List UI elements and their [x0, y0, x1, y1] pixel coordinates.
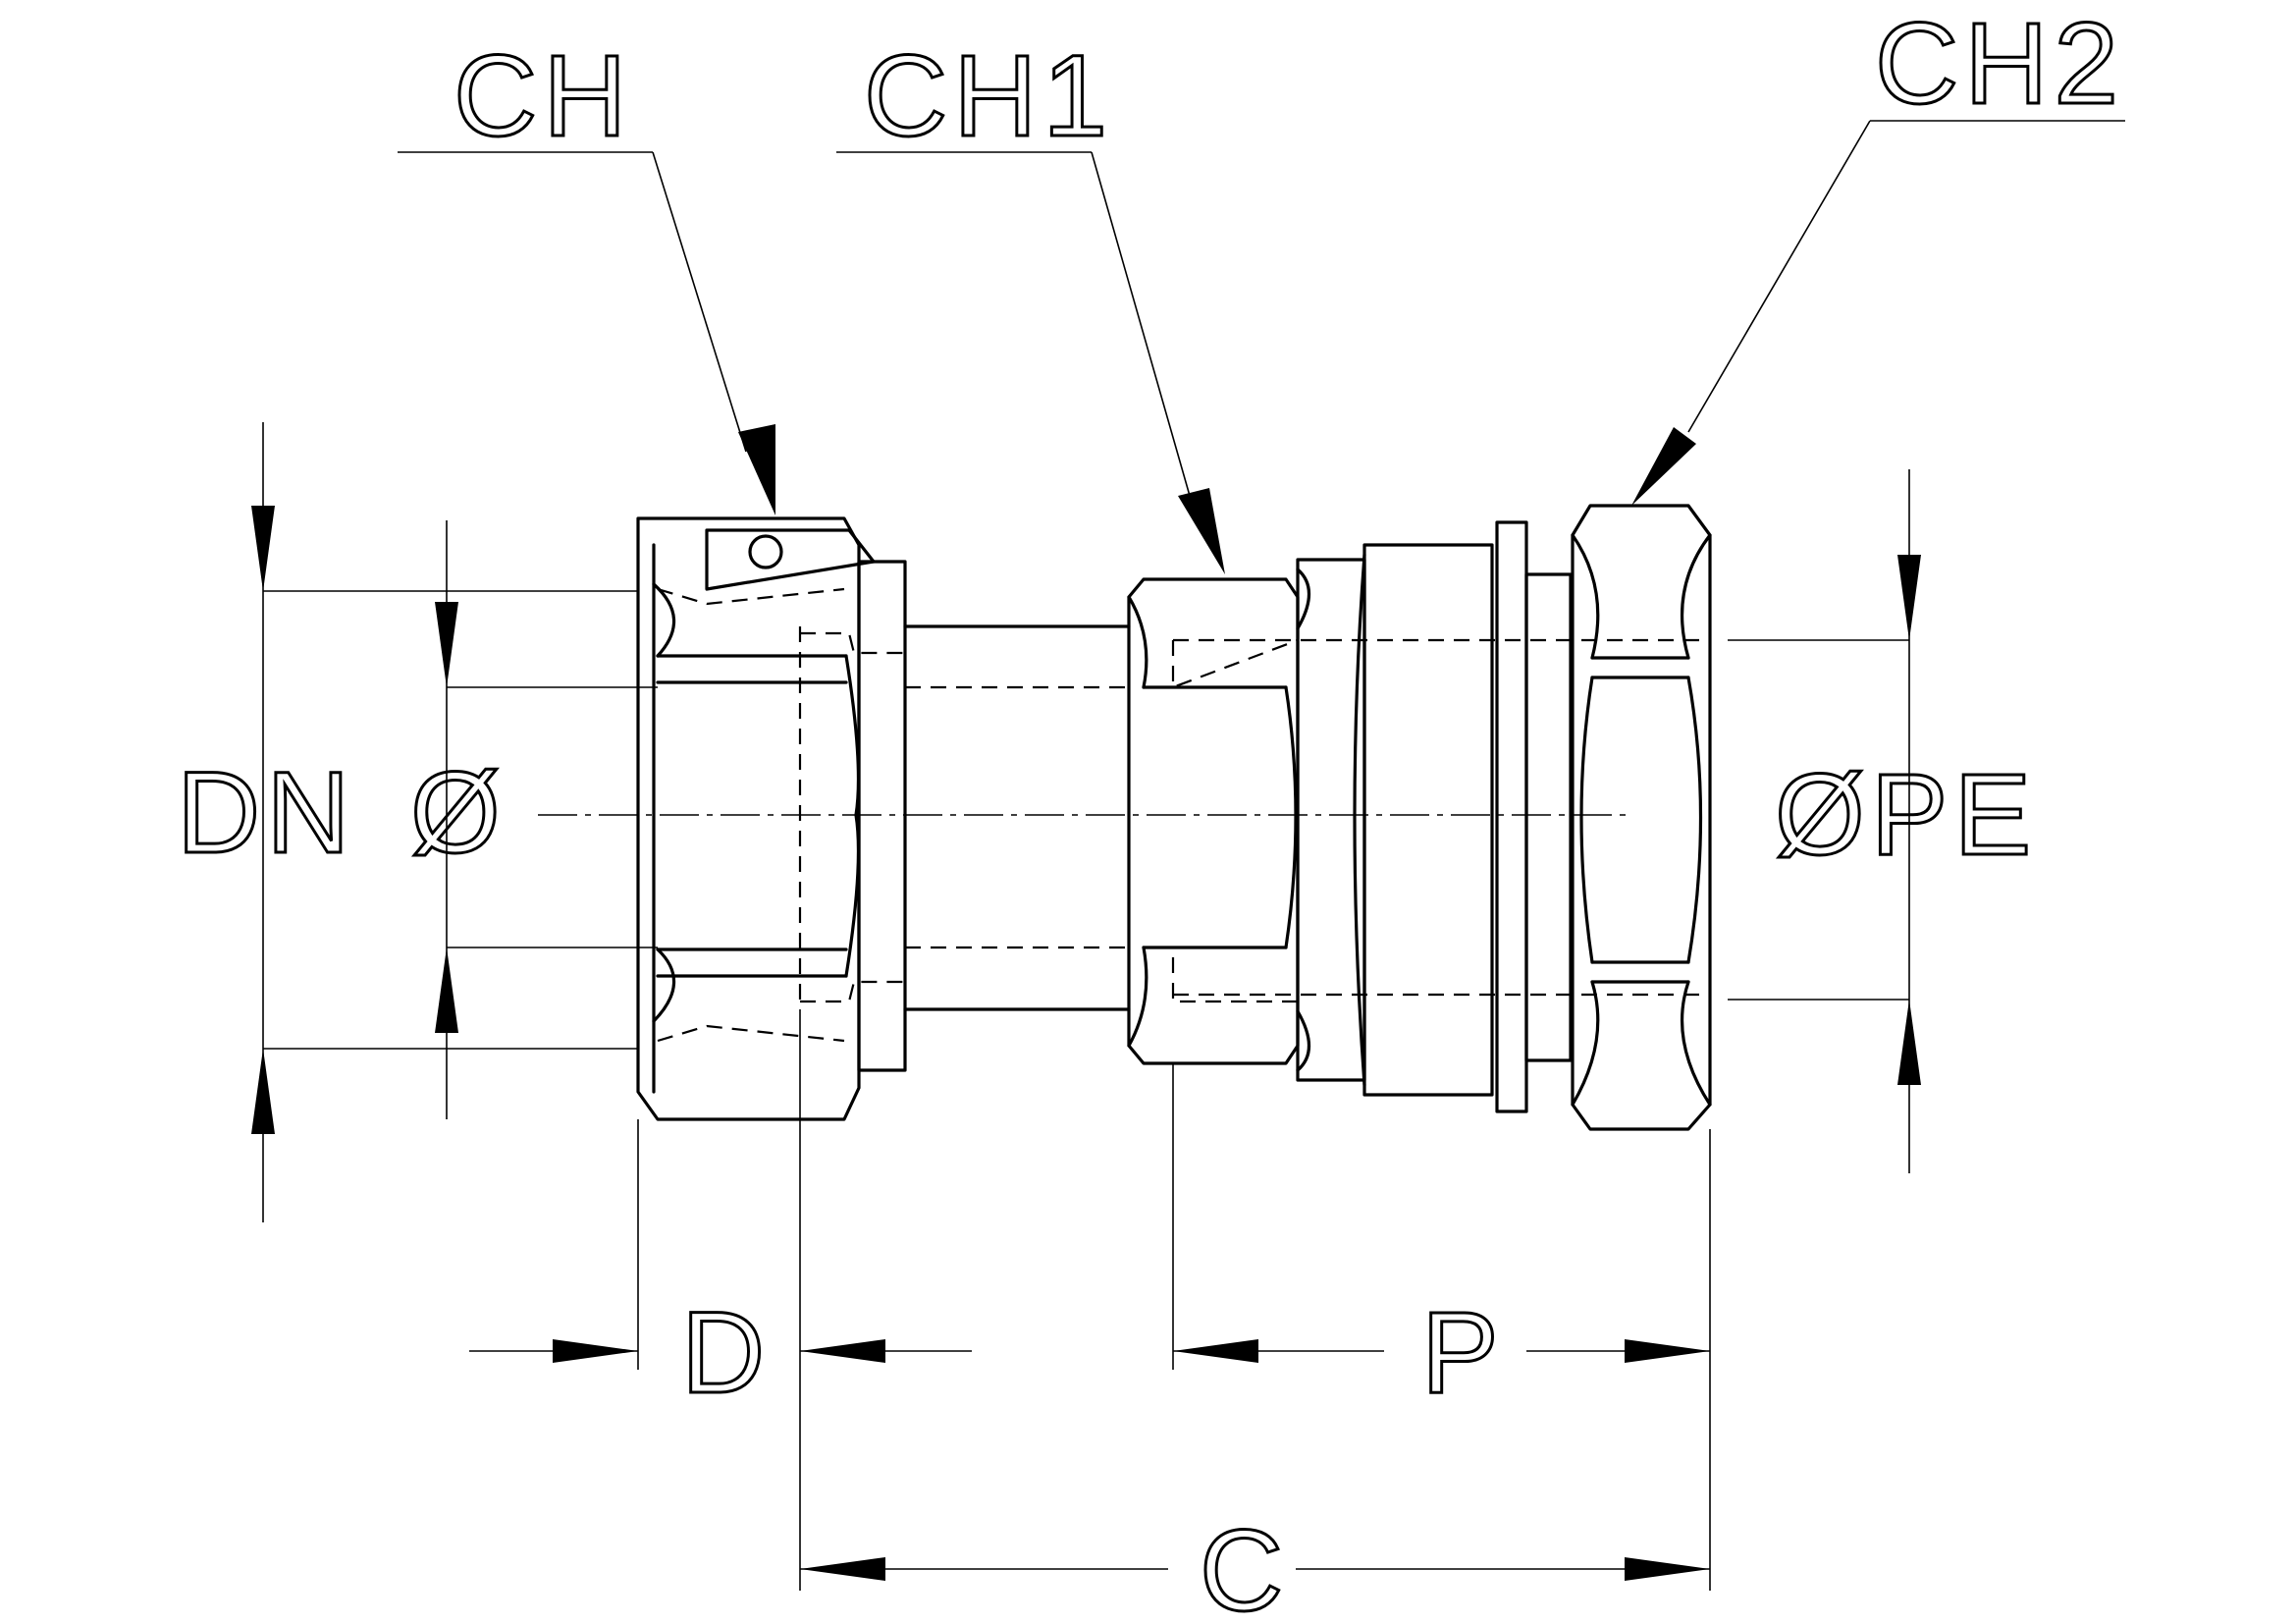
- label-ch: CH: [454, 31, 632, 161]
- label-p: P: [1421, 1288, 1505, 1418]
- nut-ch2: [1571, 504, 1712, 1131]
- dimension-d: [469, 1009, 972, 1591]
- label-ope: ØPE: [1775, 750, 2037, 880]
- leader-ch2: [1631, 120, 2125, 506]
- dimension-c: [800, 1557, 1710, 1581]
- label-c: C: [1200, 1506, 1289, 1624]
- nut-ch1: [1127, 577, 1300, 1065]
- label-d: D: [681, 1288, 771, 1418]
- dimension-p: [1172, 1063, 1711, 1591]
- label-ch1: CH1: [864, 31, 1113, 161]
- leader-ch: [398, 151, 775, 515]
- label-dia: Ø: [410, 748, 507, 878]
- body: [1173, 520, 1708, 1113]
- label-dn: DN: [177, 748, 355, 878]
- locking-pin-icon: [748, 534, 783, 569]
- nut-ch: [636, 516, 907, 1121]
- label-ch2: CH2: [1875, 0, 2124, 129]
- dimension-dia: [435, 520, 658, 1119]
- dimension-ope: [1728, 469, 1921, 1173]
- tube: [798, 624, 1131, 1011]
- dimension-dn: [251, 422, 638, 1222]
- leader-ch1: [836, 151, 1225, 574]
